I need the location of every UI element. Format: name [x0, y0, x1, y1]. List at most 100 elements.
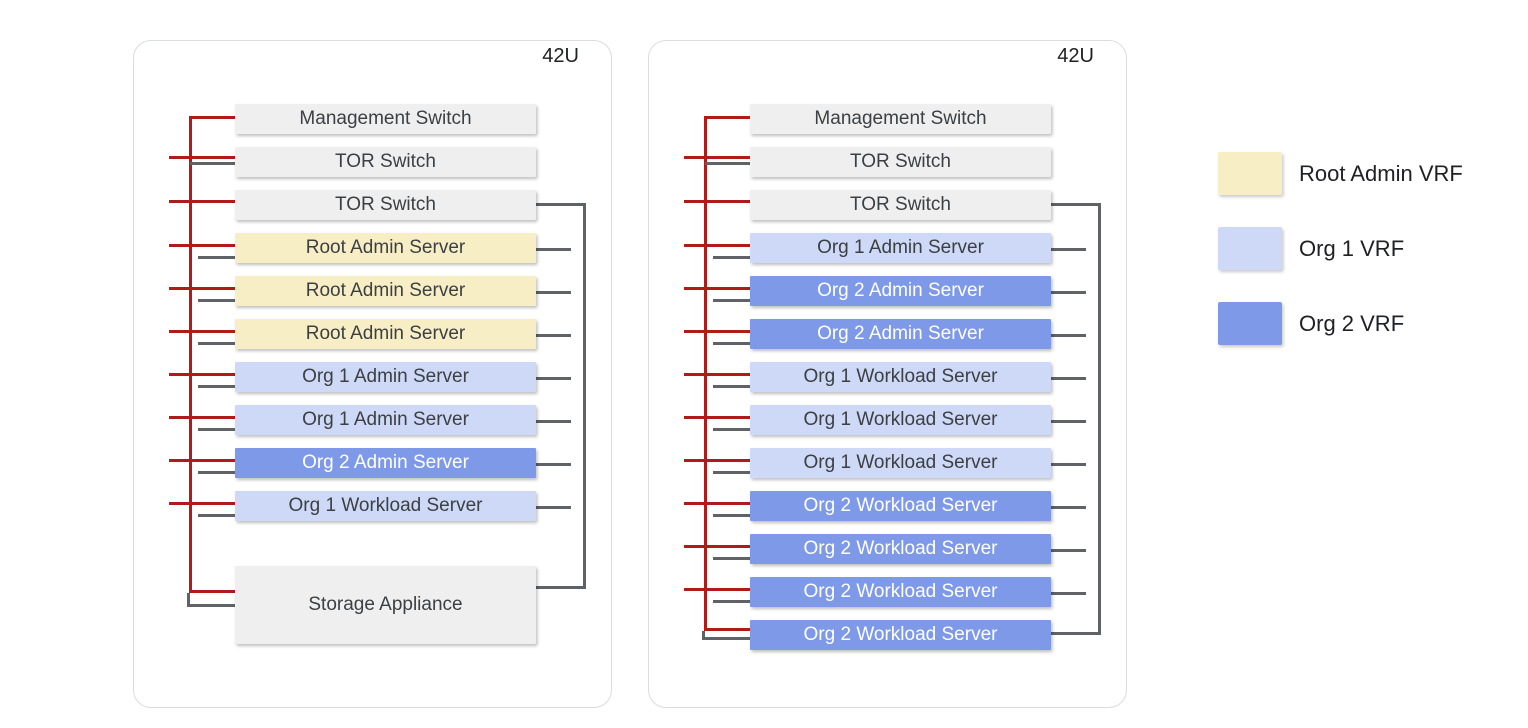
mgmt-network-link [684, 588, 750, 591]
legend: Root Admin VRF Org 1 VRF Org 2 VRF [1218, 152, 1463, 377]
mgmt-network-link [189, 590, 235, 593]
data-network-stub [1051, 549, 1086, 552]
data-network-stub [536, 506, 571, 509]
mgmt-network-link [169, 200, 235, 203]
legend-label-root_admin: Root Admin VRF [1299, 160, 1463, 186]
data-network-stub [713, 471, 750, 474]
data-network-stub [713, 299, 750, 302]
data-network-link [187, 604, 235, 607]
mgmt-network-link [684, 545, 750, 548]
rack-unit-org-2-admin-server: Org 2 Admin Server [750, 276, 1051, 306]
rack-unit-org-1-admin-server: Org 1 Admin Server [235, 405, 536, 435]
rack-capacity-label: 42U [1057, 45, 1094, 67]
mgmt-network-link [169, 287, 235, 290]
data-network-stub [536, 334, 571, 337]
data-network-link [190, 162, 235, 165]
mgmt-network-link [169, 244, 235, 247]
mgmt-network-link [684, 373, 750, 376]
rack-unit-management-switch: Management Switch [750, 104, 1051, 134]
data-network-link [705, 162, 750, 165]
data-network-stub [713, 385, 750, 388]
data-network-stub [198, 342, 235, 345]
mgmt-network-link [169, 330, 235, 333]
data-network-bus [583, 203, 586, 589]
data-network-link [1051, 203, 1098, 206]
rack-unit-tor-switch: TOR Switch [235, 190, 536, 220]
data-network-stub [198, 514, 235, 517]
data-network-stub [1051, 334, 1086, 337]
rack-unit-org-2-workload-server: Org 2 Workload Server [750, 620, 1051, 650]
data-network-stub [1051, 506, 1086, 509]
data-network-stub [713, 514, 750, 517]
legend-item-org1: Org 1 VRF [1218, 227, 1463, 270]
rack-unit-org-1-admin-server: Org 1 Admin Server [750, 233, 1051, 263]
data-network-stub [1051, 420, 1086, 423]
data-network-stub [198, 385, 235, 388]
data-network-stub [198, 428, 235, 431]
data-network-link [702, 637, 750, 640]
data-network-riser [702, 630, 705, 637]
data-network-bus [1098, 203, 1101, 635]
legend-swatch-org1 [1218, 227, 1282, 270]
rack-unit-org-2-workload-server: Org 2 Workload Server [750, 577, 1051, 607]
data-network-link [536, 203, 583, 206]
mgmt-network-link [169, 459, 235, 462]
legend-label-org2: Org 2 VRF [1299, 310, 1405, 336]
data-network-stub [198, 299, 235, 302]
data-network-stub [713, 600, 750, 603]
rack-unit-org-1-workload-server: Org 1 Workload Server [750, 405, 1051, 435]
mgmt-network-link [684, 287, 750, 290]
data-network-stub [713, 557, 750, 560]
rack-unit-storage-appliance: Storage Appliance [235, 566, 536, 644]
rack-capacity-label: 42U [542, 45, 579, 67]
mgmt-network-link [189, 116, 235, 119]
data-network-stub [713, 428, 750, 431]
data-network-stub [1051, 377, 1086, 380]
mgmt-network-link [684, 244, 750, 247]
rack-unit-tor-switch: TOR Switch [750, 147, 1051, 177]
mgmt-network-link [684, 330, 750, 333]
data-network-stub [713, 342, 750, 345]
legend-item-root_admin: Root Admin VRF [1218, 152, 1463, 195]
rack-unit-org-2-admin-server: Org 2 Admin Server [750, 319, 1051, 349]
data-network-stub [713, 256, 750, 259]
legend-swatch-root_admin [1218, 152, 1282, 195]
data-network-stub [536, 463, 571, 466]
rack-unit-org-1-workload-server: Org 1 Workload Server [235, 491, 536, 521]
data-network-stub [536, 291, 571, 294]
mgmt-network-link [684, 502, 750, 505]
data-network-stub [536, 248, 571, 251]
rack-unit-org-2-admin-server: Org 2 Admin Server [235, 448, 536, 478]
data-network-stub [1051, 291, 1086, 294]
data-network-stub [198, 256, 235, 259]
mgmt-network-link [684, 459, 750, 462]
mgmt-network-bus [189, 116, 192, 593]
data-network-stub [1051, 592, 1086, 595]
rack-unit-org-2-workload-server: Org 2 Workload Server [750, 534, 1051, 564]
rack-unit-org-1-workload-server: Org 1 Workload Server [750, 448, 1051, 478]
data-network-stub [198, 471, 235, 474]
legend-item-org2: Org 2 VRF [1218, 302, 1463, 345]
rack-unit-root-admin-server: Root Admin Server [235, 276, 536, 306]
legend-label-org1: Org 1 VRF [1299, 235, 1405, 261]
mgmt-network-link [169, 373, 235, 376]
rack-unit-org-1-workload-server: Org 1 Workload Server [750, 362, 1051, 392]
data-network-stub [1051, 248, 1086, 251]
mgmt-network-link [684, 200, 750, 203]
mgmt-network-link [169, 156, 235, 159]
mgmt-network-link [704, 628, 750, 631]
mgmt-network-link [169, 502, 235, 505]
rack-unit-tor-switch: TOR Switch [235, 147, 536, 177]
rack-unit-root-admin-server: Root Admin Server [235, 233, 536, 263]
mgmt-network-link [169, 416, 235, 419]
mgmt-network-link [684, 156, 750, 159]
mgmt-network-link [704, 116, 750, 119]
data-network-stub [536, 377, 571, 380]
data-network-riser [187, 592, 190, 604]
data-network-stub [536, 420, 571, 423]
rack-unit-org-1-admin-server: Org 1 Admin Server [235, 362, 536, 392]
rack-unit-tor-switch: TOR Switch [750, 190, 1051, 220]
rack-unit-root-admin-server: Root Admin Server [235, 319, 536, 349]
